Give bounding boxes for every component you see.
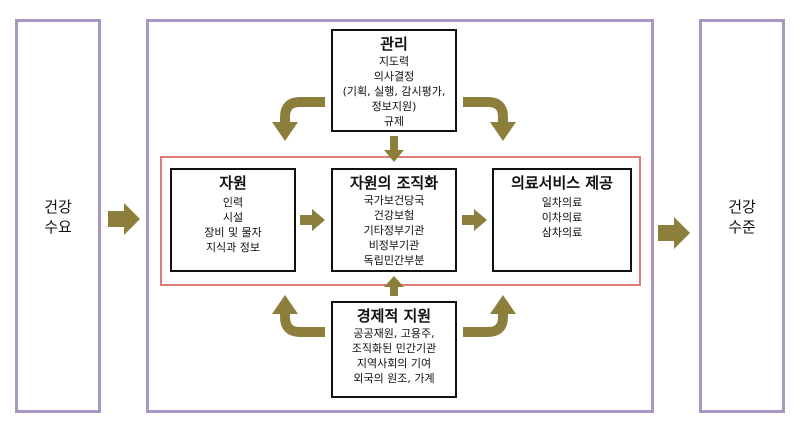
arrow-management-to-services	[463, 97, 508, 124]
arrowhead-economic-to-services	[490, 295, 516, 314]
resources-box: 자원 인력 시설 장비 및 물자 지식과 정보	[170, 168, 296, 272]
health-status-label: 건강 수준	[728, 198, 756, 236]
arrow-resources-to-organization	[300, 209, 325, 231]
arrow-system-to-status	[658, 217, 690, 249]
arrow-organization-to-services	[462, 209, 487, 231]
organization-title: 자원의 조직화	[349, 174, 439, 192]
arrow-economic-to-resources	[280, 312, 325, 337]
arrowhead-economic-to-resources	[272, 295, 298, 314]
arrowhead-management-to-resources	[272, 122, 298, 141]
health-demand-box: 건강 수요	[15, 19, 101, 413]
services-title: 의료서비스 제공	[511, 174, 613, 192]
economic-support-items: 공공재원, 고용주, 조직화된 민간기관 지역사회의 기여 외국의 원조, 가계	[351, 327, 437, 385]
health-demand-label: 건강 수요	[44, 198, 72, 236]
arrow-economic-to-services	[463, 312, 508, 337]
arrow-economic-to-organization	[384, 276, 404, 296]
management-box: 관리 지도력 의사결정 (기획, 실행, 감시평가, 정보지원) 규제	[331, 29, 457, 132]
arrowhead-management-to-services	[490, 122, 516, 141]
organization-box: 자원의 조직화 국가보건당국 건강보험 기타정부기관 비정부기관 독립민간부분	[331, 168, 457, 272]
services-items: 일차의료 이차의료 삼차의료	[541, 196, 583, 239]
services-box: 의료서비스 제공 일차의료 이차의료 삼차의료	[492, 168, 632, 272]
arrow-management-to-organization	[384, 136, 404, 162]
economic-support-box: 경제적 지원 공공재원, 고용주, 조직화된 민간기관 지역사회의 기여 외국의…	[331, 301, 457, 398]
arrow-demand-to-system	[108, 203, 140, 235]
management-title: 관리	[380, 35, 408, 53]
resources-items: 인력 시설 장비 및 물자 지식과 정보	[204, 196, 262, 254]
health-status-box: 건강 수준	[699, 19, 785, 413]
organization-items: 국가보건당국 건강보험 기타정부기관 비정부기관 독립민간부분	[363, 194, 425, 267]
resources-title: 자원	[219, 174, 247, 192]
economic-support-title: 경제적 지원	[356, 307, 432, 325]
arrow-management-to-resources	[280, 97, 325, 124]
management-items: 지도력 의사결정 (기획, 실행, 감시평가, 정보지원) 규제	[342, 55, 446, 128]
